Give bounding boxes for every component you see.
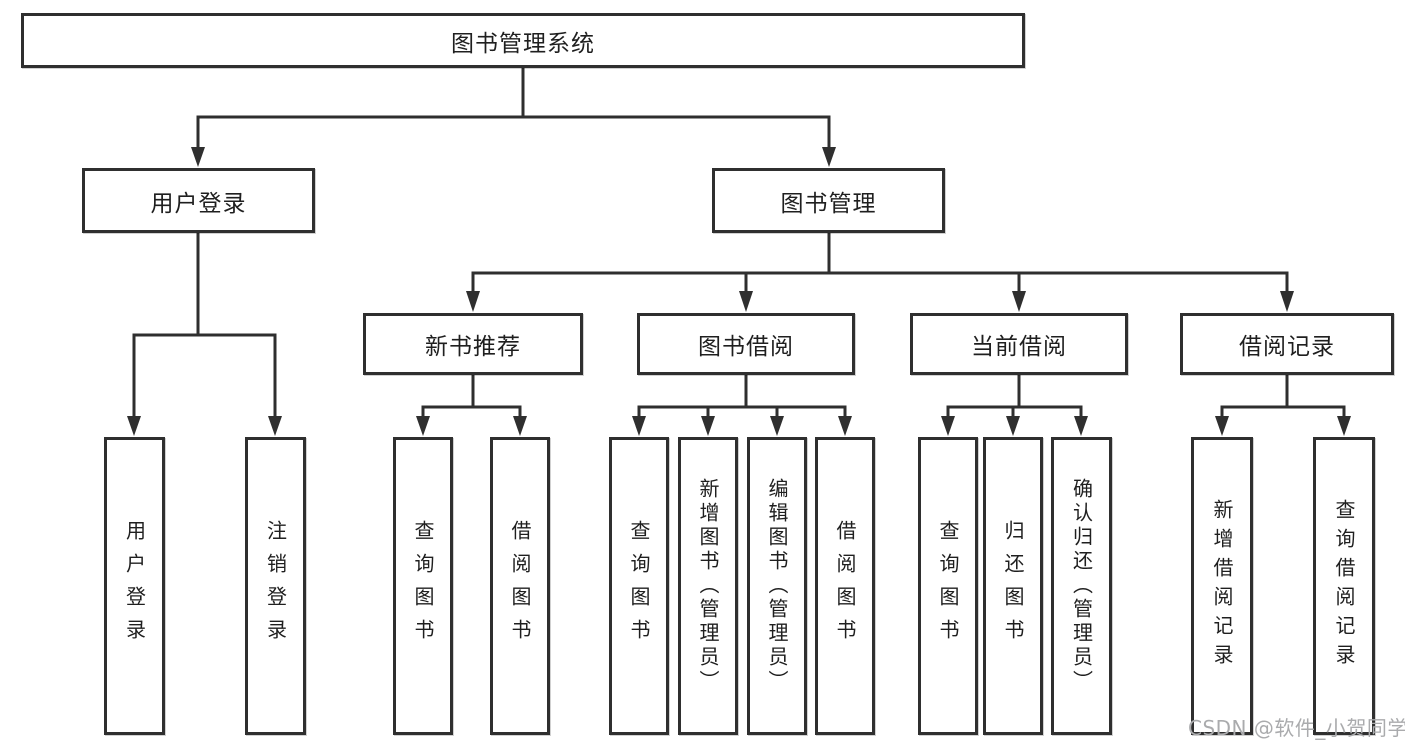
arrowhead-user-login [127,416,141,436]
arrowhead-leaf1 [416,416,430,436]
node-root: 图书管理系统 [21,13,1025,68]
leaf-label: 注销登录 [263,520,288,652]
leaf-label: 新增图书（管理员） [696,478,720,694]
leaf-return-book: 归还图书 [983,437,1043,735]
arrowhead-logout [268,416,282,436]
leaf-label: 借阅图书 [508,520,532,652]
leaf-confirm-return-admin: 确认归还（管理员） [1051,437,1112,735]
arrowhead-leaf8 [1006,416,1020,436]
node-label: 图书借阅 [698,334,794,360]
arrowhead-leaf9 [1074,416,1088,436]
arrowhead-leaf5 [770,416,784,436]
arrowhead-leaf7 [941,416,955,436]
leaf-query-book-2: 查询图书 [609,437,669,735]
arrowhead-login [191,147,205,167]
node-book-management-module: 图书管理 [712,168,945,233]
arrowhead-leaf2 [513,416,527,436]
arrowheads [127,147,1351,436]
leaf-add-book-admin: 新增图书（管理员） [678,437,738,735]
leaf-label: 用户登录 [122,520,147,652]
leaf-query-book-1: 查询图书 [393,437,453,735]
arrowhead-leaf11 [1337,416,1351,436]
leaf-label: 查询借阅记录 [1332,499,1356,673]
leaf-label: 新增借阅记录 [1210,499,1234,673]
leaf-logout: 注销登录 [245,437,306,735]
arrowhead-bookmgmt [822,147,836,167]
arrowhead-newbook [466,291,480,312]
arrowhead-currentmod [1012,291,1026,312]
node-label: 用户登录 [150,190,247,217]
node-root-label: 图书管理系统 [451,30,595,57]
leaf-borrow-book-2: 借阅图书 [815,437,875,735]
leaf-query-book-3: 查询图书 [918,437,978,735]
leaf-label: 查询图书 [627,520,651,652]
arrowhead-recordmod [1280,291,1294,312]
arrowhead-leaf4 [701,416,715,436]
leaf-label: 确认归还（管理员） [1069,478,1094,694]
leaf-add-borrow-record: 新增借阅记录 [1191,437,1253,735]
node-borrow-record: 借阅记录 [1180,313,1394,375]
leaf-label: 借阅图书 [833,520,857,652]
leaf-label: 编辑图书（管理员） [765,478,789,694]
node-label: 当前借阅 [971,334,1067,360]
arrowhead-leaf3 [632,416,646,436]
leaf-edit-book-admin: 编辑图书（管理员） [747,437,807,735]
arrowhead-leaf6 [838,416,852,436]
leaf-query-borrow-record: 查询借阅记录 [1313,437,1375,735]
node-new-book-recommend: 新书推荐 [363,313,583,375]
node-user-login-module: 用户登录 [82,168,315,233]
leaf-label: 归还图书 [1001,520,1025,652]
leaf-borrow-book-1: 借阅图书 [490,437,550,735]
node-label: 新书推荐 [425,334,521,360]
node-current-borrow: 当前借阅 [910,313,1128,375]
arrowhead-borrowmod [739,291,753,312]
leaf-label: 查询图书 [411,520,435,652]
node-label: 借阅记录 [1239,334,1335,360]
node-book-borrow: 图书借阅 [637,313,855,375]
arrowhead-leaf10 [1215,416,1229,436]
leaf-user-login: 用户登录 [104,437,165,735]
node-label: 图书管理 [780,190,877,217]
leaf-label: 查询图书 [936,520,960,652]
